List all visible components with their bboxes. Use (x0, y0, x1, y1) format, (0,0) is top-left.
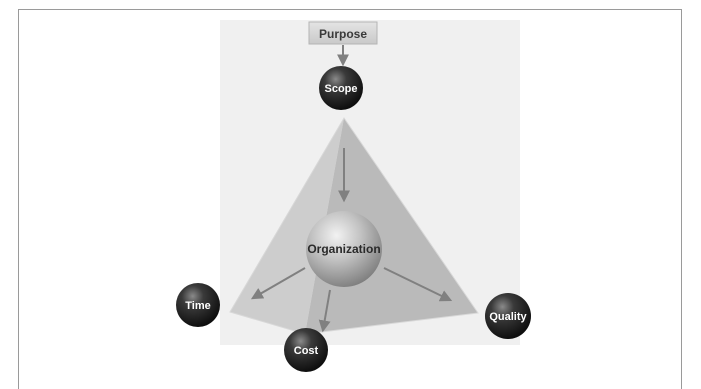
time-node: Time (176, 283, 220, 327)
purpose-box (308, 21, 378, 45)
figure-frame (18, 9, 682, 389)
organization-node: Organization (306, 211, 382, 287)
quality-node: Quality (485, 293, 531, 339)
arrow-organization-to-time (250, 267, 306, 300)
quality-label: Quality (489, 311, 527, 323)
cost-node: Cost (284, 328, 328, 372)
scope-node: Scope (319, 66, 363, 110)
arrow-organization-to-quality (383, 267, 453, 302)
organization-label: Organization (307, 242, 380, 256)
pyramid-outline (229, 117, 479, 335)
time-label: Time (185, 300, 210, 312)
cost-label: Cost (294, 345, 319, 357)
purpose-label: Purpose (319, 27, 367, 41)
pyramid-face-left (230, 118, 344, 334)
arrow-organization-to-cost (318, 289, 331, 333)
scope-label: Scope (324, 83, 357, 95)
